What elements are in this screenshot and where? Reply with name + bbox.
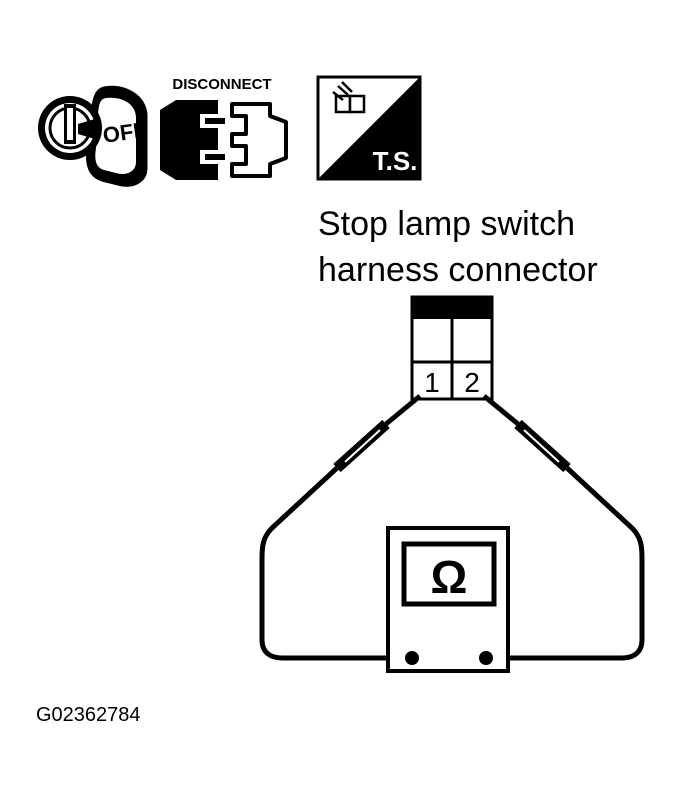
ignition-off-label: OFF (101, 117, 148, 148)
ohm-symbol: Ω (431, 551, 468, 603)
ohmmeter-icon: Ω (386, 526, 510, 673)
terminal-2-label: 2 (464, 367, 480, 398)
connector-title-line2: harness connector (318, 251, 598, 289)
figure-id: G02362784 (36, 704, 141, 726)
ts-label: T.S. (373, 146, 418, 176)
disconnect-label: DISCONNECT (172, 76, 271, 93)
connector-title-line1: Stop lamp switch (318, 205, 575, 243)
probe-lead-right (482, 394, 645, 661)
probe-lead-left (259, 394, 422, 661)
harness-connector: 1 2 (410, 295, 494, 401)
disconnect-connector-icon: DISCONNECT (160, 76, 288, 180)
ts-tester-icon: T.S. (316, 75, 422, 181)
terminal-1-label: 1 (424, 367, 440, 398)
ignition-key-off-icon: OFF (38, 85, 148, 187)
